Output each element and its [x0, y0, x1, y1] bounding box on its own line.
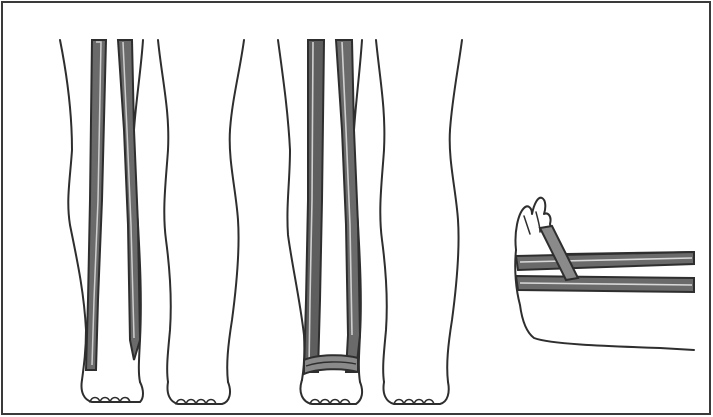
- illustration-canvas: [0, 0, 713, 417]
- strapping-illustration-figure: [0, 0, 713, 417]
